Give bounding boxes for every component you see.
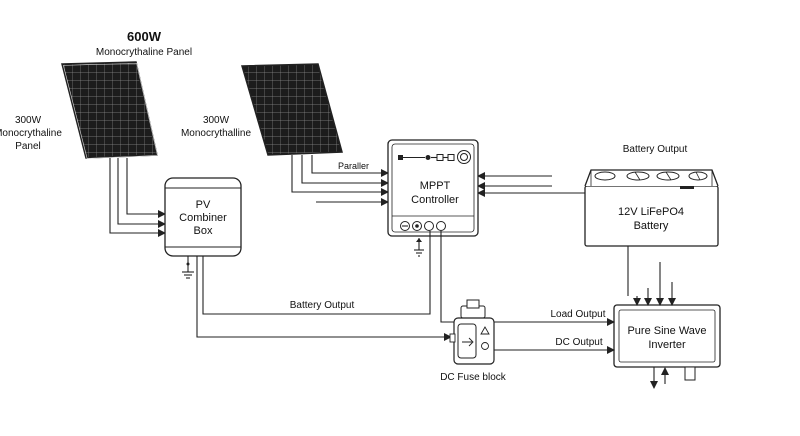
load-output-label: Load Output — [550, 309, 605, 320]
combiner-label-2: Combiner — [179, 212, 227, 224]
dc-output-label: DC Output — [555, 337, 602, 348]
dc-fuse-block — [449, 299, 495, 365]
combiner-label-3: Box — [194, 225, 213, 237]
panel-large-title: 600W — [127, 29, 162, 44]
battery-label-2: Battery — [634, 220, 669, 232]
panel-left-label-3: Panel — [15, 141, 41, 152]
pv-combiner-box: PV Combiner Box — [164, 177, 242, 257]
mppt-label-2: Controller — [411, 194, 459, 206]
mppt-ground-icon — [414, 238, 424, 257]
wires-panel-to-combiner — [109, 158, 166, 237]
battery-output-bottom-label: Battery Output — [290, 300, 355, 311]
solar-panel-left — [61, 61, 158, 159]
wires-battery-to-inverter — [633, 262, 676, 306]
wire-battery-output — [202, 231, 431, 315]
panel-right-label-2: Monocrythalline — [181, 128, 251, 139]
solar-panel-right — [241, 63, 343, 156]
dc-fuse-block-label: DC Fuse block — [440, 372, 507, 383]
panel-left-label-2: Monocrythaline — [0, 128, 62, 139]
mppt-label-1: MPPT — [420, 180, 451, 192]
inverter-label-1: Pure Sine Wave — [627, 325, 706, 337]
mppt-controller: MPPT Controller — [387, 139, 479, 237]
paraller-label: Paraller — [338, 161, 369, 171]
wire-combiner-to-fuse — [196, 256, 452, 341]
inverter-label-2: Inverter — [648, 339, 686, 351]
panel-large-subtitle: Monocrythaline Panel — [96, 47, 192, 58]
combiner-label-1: PV — [196, 199, 211, 211]
panel-right-label-1: 300W — [203, 115, 230, 126]
wires-panel-to-mppt — [291, 155, 389, 206]
wire-load-output — [440, 231, 615, 326]
panel-left-label-1: 300W — [15, 115, 42, 126]
inverter-output-arrows — [650, 367, 669, 389]
pure-sine-wave-inverter: Pure Sine Wave Inverter — [613, 304, 721, 381]
lifepo4-battery: 12V LiFePO4 Battery — [584, 169, 719, 247]
battery-label-1: 12V LiFePO4 — [618, 206, 684, 218]
ground-icon — [182, 256, 194, 279]
battery-output-top-label: Battery Output — [623, 144, 688, 155]
